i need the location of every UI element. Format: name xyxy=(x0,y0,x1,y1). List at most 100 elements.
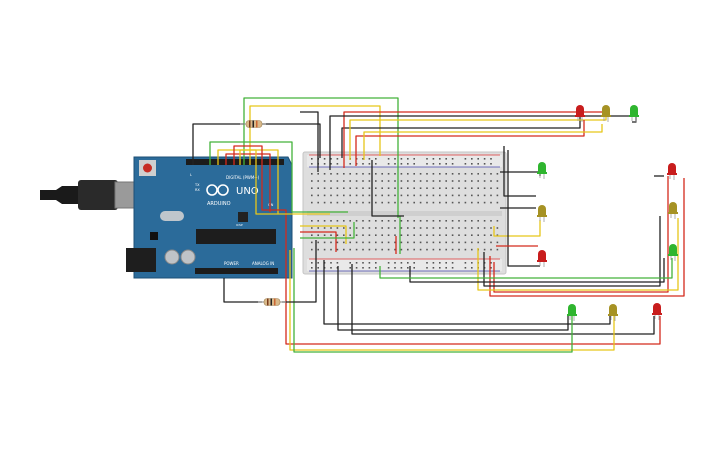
wire-black[interactable] xyxy=(300,111,319,172)
breadboard-hole xyxy=(362,241,364,244)
breadboard-hole xyxy=(413,241,415,244)
wire-yellow[interactable] xyxy=(349,116,607,160)
breadboard-hole xyxy=(311,262,313,264)
resistor-bottom[interactable] xyxy=(258,298,286,306)
breadboard-hole xyxy=(343,201,345,204)
wire-black[interactable] xyxy=(371,160,404,217)
led-base xyxy=(667,173,677,175)
breadboard-hole xyxy=(483,220,486,222)
breadboard-hole xyxy=(445,262,447,264)
breadboard-hole xyxy=(330,194,332,197)
breadboard-hole xyxy=(458,220,460,222)
arduino-logo xyxy=(206,184,229,196)
breadboard-hole xyxy=(432,262,435,264)
breadboard-hole xyxy=(343,227,345,229)
wire-green[interactable] xyxy=(379,258,673,279)
led-green[interactable] xyxy=(537,162,547,179)
wire-black[interactable] xyxy=(282,240,317,303)
breadboard-hole xyxy=(496,194,499,197)
wire-green[interactable] xyxy=(300,222,355,239)
breadboard-hole xyxy=(317,241,319,244)
wire-red[interactable] xyxy=(489,178,685,297)
breadboard-hole xyxy=(387,173,390,175)
wire-red[interactable] xyxy=(225,153,271,212)
breadboard[interactable] xyxy=(302,151,507,275)
wire-green[interactable] xyxy=(243,97,399,218)
wire-black[interactable] xyxy=(409,258,665,283)
led-body xyxy=(668,163,676,173)
breadboard-hole xyxy=(490,187,492,189)
arduino-uno[interactable]: ARDUINO UNO DIGITAL (PWM~) POWER ANALOG … xyxy=(40,156,293,279)
breadboard-hole xyxy=(323,194,326,197)
breadboard-hole xyxy=(375,262,377,264)
resistor-top[interactable] xyxy=(240,120,266,128)
breadboard-hole xyxy=(451,248,454,251)
wire-black[interactable] xyxy=(507,150,540,267)
breadboard-hole xyxy=(445,158,447,160)
wire-black[interactable] xyxy=(351,264,655,335)
breadboard-bottom-rail xyxy=(307,259,502,271)
breadboard-hole xyxy=(426,267,428,269)
breadboard-hole xyxy=(394,262,396,264)
led-green[interactable] xyxy=(629,105,639,122)
wire-black[interactable] xyxy=(223,278,262,303)
led-yellow[interactable] xyxy=(608,304,618,321)
wire-red[interactable] xyxy=(343,111,604,168)
wire-red[interactable] xyxy=(233,145,287,254)
breadboard-hole xyxy=(375,180,377,182)
wire-black[interactable] xyxy=(341,116,581,158)
breadboard-hole xyxy=(407,158,409,160)
led-red[interactable] xyxy=(575,105,585,122)
breadboard-hole xyxy=(426,180,428,182)
led-yellow[interactable] xyxy=(537,205,547,222)
wire-black[interactable] xyxy=(503,146,536,197)
wire-red[interactable] xyxy=(355,120,585,166)
digital-label: DIGITAL (PWM~) xyxy=(226,175,260,180)
breadboard-hole xyxy=(407,241,409,244)
led-yellow[interactable] xyxy=(601,105,611,122)
wire-green[interactable] xyxy=(293,248,573,353)
breadboard-hole xyxy=(464,180,467,182)
breadboard-hole xyxy=(445,227,447,229)
breadboard-hole xyxy=(471,234,473,236)
breadboard-hole xyxy=(419,227,422,229)
wire-green[interactable] xyxy=(209,141,348,213)
breadboard-hole xyxy=(336,187,339,189)
breadboard-hole xyxy=(426,234,428,236)
analog-label: ANALOG IN xyxy=(252,261,274,266)
wire-yellow[interactable] xyxy=(239,149,330,215)
reset-button-cap xyxy=(143,163,152,173)
breadboard-hole xyxy=(445,201,447,204)
wire-yellow[interactable] xyxy=(493,220,541,237)
wire-yellow[interactable] xyxy=(249,105,381,165)
breadboard-hole xyxy=(458,227,460,229)
breadboard-hole xyxy=(355,201,358,204)
wire-red[interactable] xyxy=(493,176,669,293)
breadboard-hole xyxy=(311,158,313,160)
breadboard-hole xyxy=(311,267,313,269)
led-green[interactable] xyxy=(668,244,678,261)
led-green[interactable] xyxy=(567,304,577,321)
breadboard-hole xyxy=(413,194,415,197)
breadboard-hole xyxy=(336,248,339,251)
wire-black[interactable] xyxy=(192,123,244,165)
breadboard-hole xyxy=(432,241,435,244)
wire-black[interactable] xyxy=(262,123,321,158)
breadboard-hole xyxy=(375,194,377,197)
wire-red[interactable] xyxy=(285,254,661,345)
wire-yellow[interactable] xyxy=(363,124,603,160)
breadboard-hole xyxy=(471,267,473,269)
wire-black[interactable] xyxy=(483,216,661,287)
breadboard-hole xyxy=(368,267,371,269)
breadboard-hole xyxy=(464,262,467,264)
wire-black[interactable] xyxy=(337,266,569,331)
led-red[interactable] xyxy=(667,163,677,180)
wire-yellow[interactable] xyxy=(289,250,615,351)
led-yellow[interactable] xyxy=(668,202,678,219)
led-red[interactable] xyxy=(537,250,547,267)
wire-black[interactable] xyxy=(323,260,611,325)
breadboard-hole xyxy=(394,187,396,189)
led-red[interactable] xyxy=(652,303,662,320)
breadboard-hole xyxy=(381,241,383,244)
wire-red[interactable] xyxy=(300,231,337,252)
